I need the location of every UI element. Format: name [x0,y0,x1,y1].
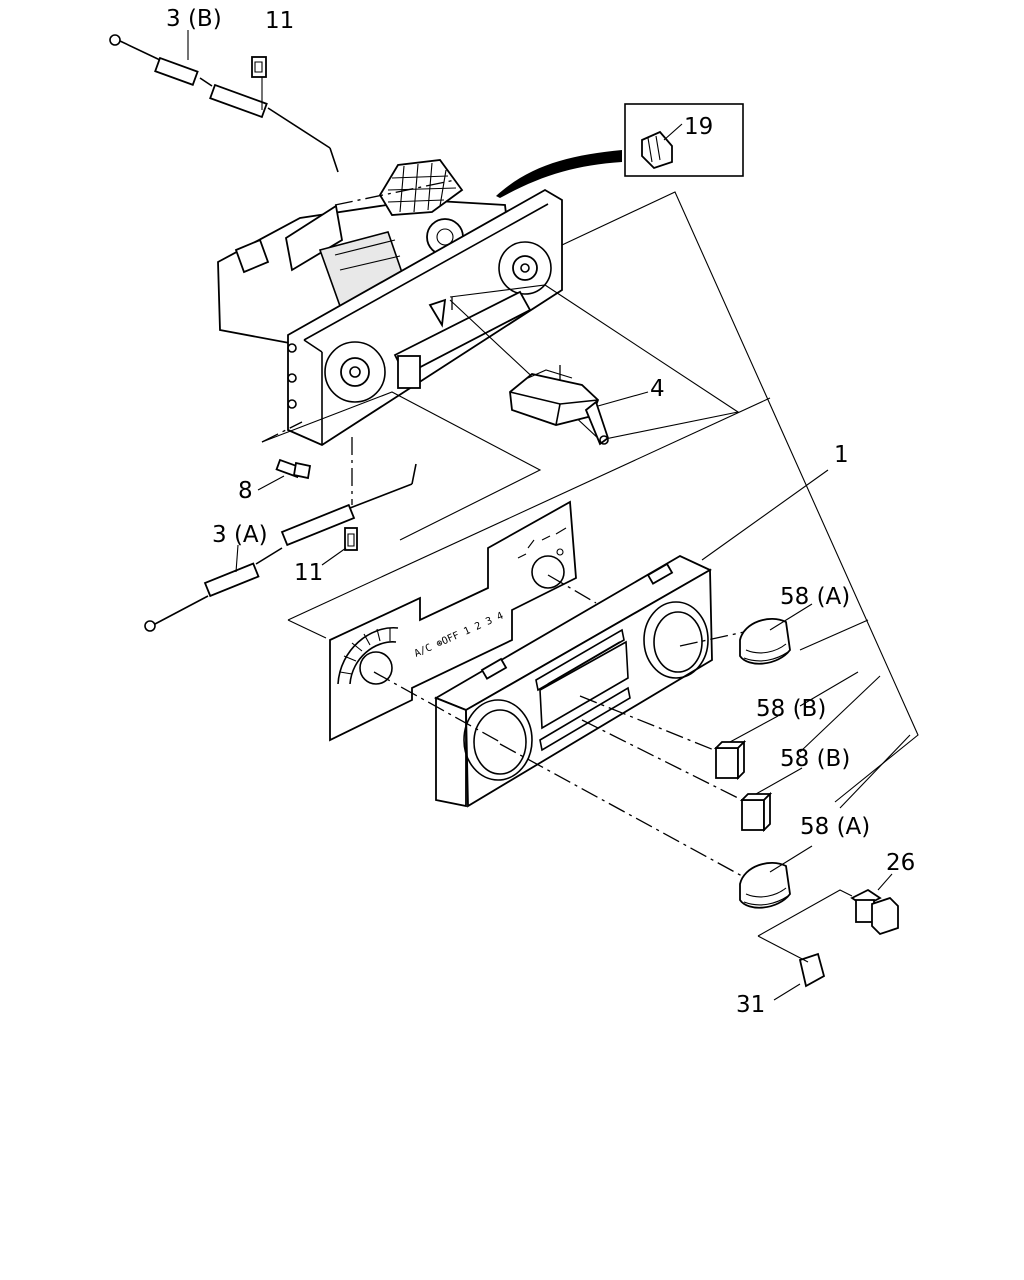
knob-leader-lines [799,619,911,809]
knob-58b-1 [713,715,779,781]
control-assembly-frame [217,159,563,447]
callout-58b-1: 58 (B) [756,696,826,722]
clip-11-top [251,56,267,78]
cable-3b [109,34,339,173]
callout-3b: 3 (B) [166,6,222,32]
callout-31: 31 [736,992,765,1018]
callout-19: 19 [684,114,713,140]
knob-58a-top [739,603,813,665]
cable-3a-leader [235,544,239,573]
part-31-cap [773,952,826,1001]
part-26-31-guide [757,889,853,963]
legend-panel: A/C ⊛OFF 1 2 3 4 [329,500,577,742]
cable-3a [144,463,417,632]
callout-26: 26 [886,850,915,876]
knob-58b-2 [739,767,803,833]
callout-3a: 3 (A) [212,522,268,548]
callout-4: 4 [650,376,665,402]
callout-8: 8 [238,478,253,504]
part-26-switch [850,873,899,936]
inset-box-part-19 [496,103,744,198]
part-1-bezel [433,554,713,808]
callout-11-bottom: 11 [294,560,323,586]
callout-58b-2: 58 (B) [780,746,850,772]
callout-58a-bottom: 58 (A) [800,814,870,840]
knob-58a-bottom [739,845,813,909]
bezel-dash-guides [373,574,745,877]
clip-11-bottom [321,527,358,566]
callout-1: 1 [834,442,849,468]
part-4-actuator [509,369,649,446]
part-1-leader [701,469,829,561]
callout-58a-top: 58 (A) [780,584,850,610]
callout-11-top: 11 [265,8,294,34]
screw-8 [257,458,312,491]
assembly-bracket-lines [261,191,919,803]
